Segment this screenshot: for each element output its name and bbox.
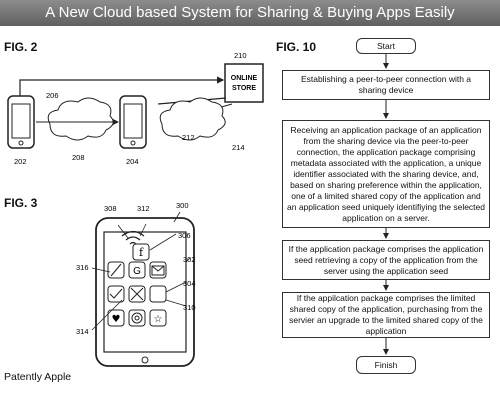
ref-208: 208 xyxy=(72,153,85,162)
ref-300: 300 xyxy=(176,201,189,210)
ref-312: 312 xyxy=(137,204,150,213)
cloud-right xyxy=(159,97,226,141)
svg-text:☆: ☆ xyxy=(154,314,163,325)
ref-304: 304 xyxy=(183,279,196,288)
cloud-left xyxy=(47,97,114,141)
flow-step-1: Establishing a peer-to-peer connection w… xyxy=(282,70,490,100)
fig2-label: FIG. 2 xyxy=(4,40,38,54)
app-icon-g xyxy=(128,261,146,279)
store-text-2: STORE xyxy=(232,85,256,92)
fig10-label: FIG. 10 xyxy=(276,40,317,54)
online-store-box xyxy=(224,63,264,103)
connection-line-top xyxy=(19,76,225,96)
ref-214: 214 xyxy=(232,143,245,152)
ref-310: 310 xyxy=(183,303,196,312)
fig2-drawing: ONLINE STORE 210 206 202 208 204 212 214 xyxy=(7,51,264,166)
ref-210: 210 xyxy=(234,51,247,60)
flow-start: Start xyxy=(356,38,416,54)
app-icon-heart xyxy=(107,309,125,327)
app-icon-target xyxy=(128,309,146,327)
ref-314: 314 xyxy=(76,327,89,336)
ref-206: 206 xyxy=(46,91,59,100)
svg-text:♥: ♥ xyxy=(112,314,121,325)
app-icon-blank xyxy=(149,285,167,303)
svg-text:G: G xyxy=(133,266,141,277)
source-credit: Patently Apple xyxy=(4,371,72,383)
flow-finish: Finish xyxy=(356,356,416,374)
ref-302: 302 xyxy=(183,255,196,264)
device-left xyxy=(7,95,35,149)
ref-204: 204 xyxy=(126,157,139,166)
ref-306: 306 xyxy=(178,231,191,240)
app-icon-f xyxy=(132,243,150,261)
fig3-label: FIG. 3 xyxy=(4,196,38,210)
ref-212: 212 xyxy=(182,133,195,142)
app-icon-star xyxy=(149,309,167,327)
fig3-drawing: f G ♥ ☆ 308 312 300 306 302 xyxy=(76,201,196,367)
store-text-1: ONLINE xyxy=(231,75,258,82)
page-title-banner: A New Cloud based System for Sharing & B… xyxy=(0,0,500,26)
app-icon-check xyxy=(107,285,125,303)
ref-308: 308 xyxy=(104,204,117,213)
device-right xyxy=(119,95,147,149)
ref-202: 202 xyxy=(14,157,27,166)
svg-text:f: f xyxy=(139,246,144,259)
flow-step-3: If the application package comprises the… xyxy=(282,240,490,280)
flow-step-2: Receiving an application package of an a… xyxy=(282,120,490,228)
ref-316: 316 xyxy=(76,263,89,272)
flow-step-4: If the appilcation package comprises the… xyxy=(282,292,490,338)
